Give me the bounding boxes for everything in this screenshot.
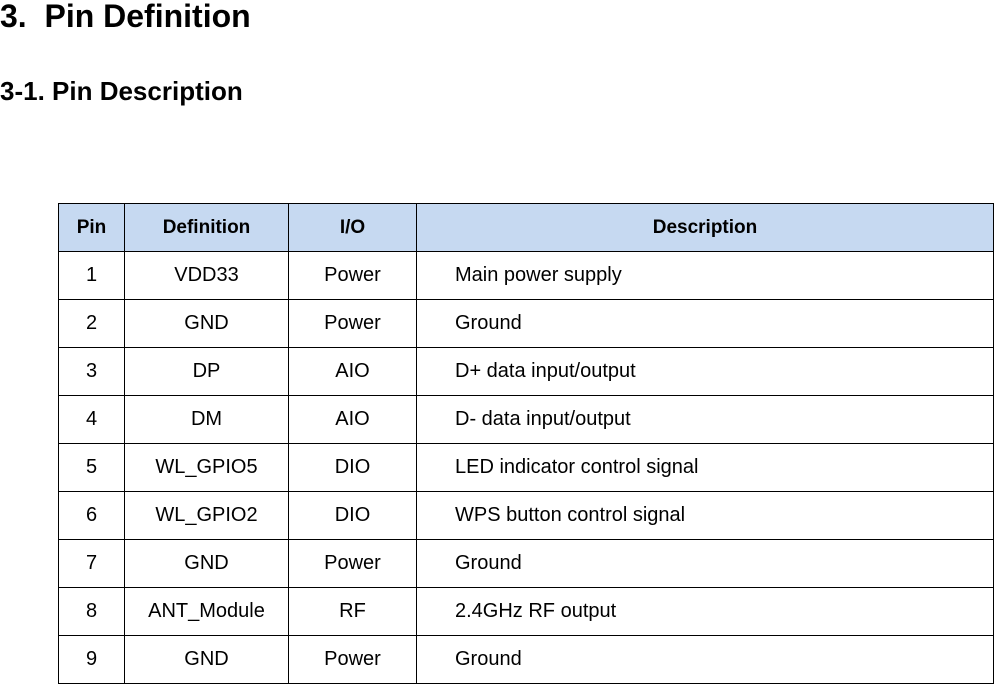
description-cell: Ground — [416, 299, 994, 348]
pin-cell: 2 — [58, 299, 125, 348]
column-header-definition: Definition — [124, 203, 289, 252]
pin-cell: 6 — [58, 491, 125, 540]
description-cell: D- data input/output — [416, 395, 994, 444]
column-header-pin: Pin — [58, 203, 125, 252]
definition-cell: GND — [124, 299, 289, 348]
io-cell: RF — [288, 587, 417, 636]
definition-cell: DM — [124, 395, 289, 444]
pin-cell: 8 — [58, 587, 125, 636]
io-cell: DIO — [288, 443, 417, 492]
pin-cell: 5 — [58, 443, 125, 492]
pin-cell: 9 — [58, 635, 125, 684]
description-cell: LED indicator control signal — [416, 443, 994, 492]
definition-cell: WL_GPIO5 — [124, 443, 289, 492]
io-cell: AIO — [288, 347, 417, 396]
io-cell: Power — [288, 251, 417, 300]
io-cell: AIO — [288, 395, 417, 444]
description-cell: Main power supply — [416, 251, 994, 300]
column-header-description: Description — [416, 203, 994, 252]
column-header-io: I/O — [288, 203, 417, 252]
subsection-title: 3-1. Pin Description — [0, 76, 243, 106]
pin-cell: 7 — [58, 539, 125, 588]
definition-cell: VDD33 — [124, 251, 289, 300]
io-cell: Power — [288, 635, 417, 684]
io-cell: DIO — [288, 491, 417, 540]
description-cell: D+ data input/output — [416, 347, 994, 396]
definition-cell: ANT_Module — [124, 587, 289, 636]
definition-cell: GND — [124, 635, 289, 684]
definition-cell: DP — [124, 347, 289, 396]
pin-cell: 4 — [58, 395, 125, 444]
description-cell: WPS button control signal — [416, 491, 994, 540]
pin-cell: 1 — [58, 251, 125, 300]
description-cell: 2.4GHz RF output — [416, 587, 994, 636]
definition-cell: WL_GPIO2 — [124, 491, 289, 540]
section-title: 3. Pin Definition — [0, 0, 251, 34]
io-cell: Power — [288, 299, 417, 348]
pin-cell: 3 — [58, 347, 125, 396]
io-cell: Power — [288, 539, 417, 588]
definition-cell: GND — [124, 539, 289, 588]
table-header-row: Pin Definition I/O Description — [58, 203, 994, 252]
description-cell: Ground — [416, 635, 994, 684]
description-cell: Ground — [416, 539, 994, 588]
